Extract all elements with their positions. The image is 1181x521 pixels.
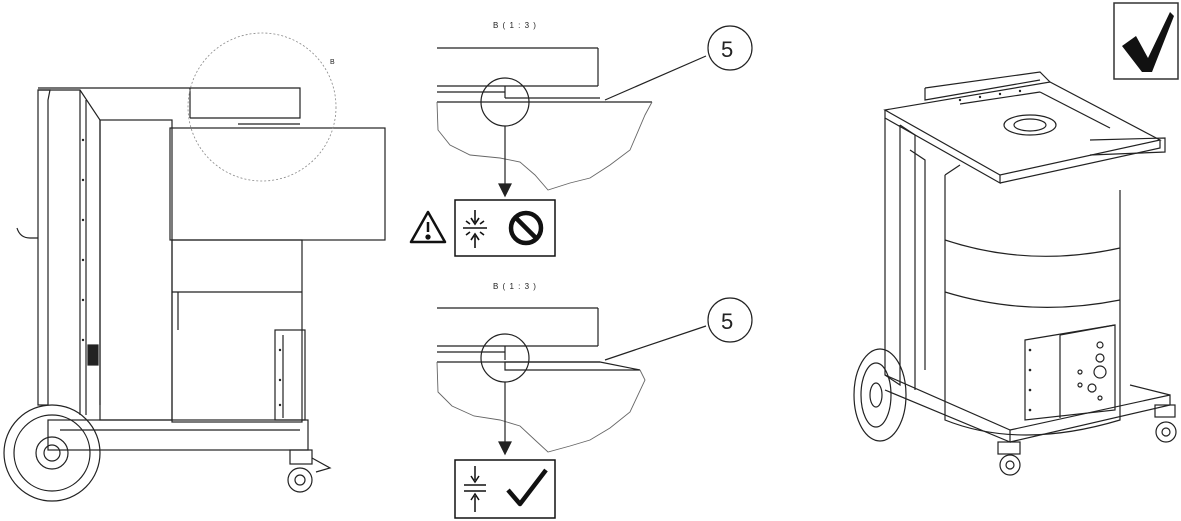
detail-marker-label: B: [330, 59, 335, 66]
prohibited-icon: [508, 210, 544, 246]
ok-panel: [454, 459, 556, 519]
warning-panel: [454, 199, 556, 257]
clearance-ok-icon: [464, 466, 486, 512]
checkmark-icon: [1122, 12, 1174, 72]
callout-bubble-5-top: [707, 25, 753, 71]
callout-number-top: 5: [721, 37, 733, 62]
detail-top-section: [436, 25, 753, 198]
warning-triangle-icon: [409, 210, 447, 244]
detail-top-title: B ( 1 : 3 ): [493, 21, 537, 30]
checkmark-icon: [506, 468, 548, 507]
status-check-box: [1113, 2, 1179, 80]
detail-bottom-section: [436, 297, 753, 456]
side-view-cart: [3, 32, 386, 502]
callout-bubble-5-bottom: [707, 297, 753, 343]
perspective-view-cart: [853, 71, 1177, 476]
clearance-conflict-icon: [463, 210, 487, 248]
callout-number-bottom: 5: [721, 309, 733, 334]
detail-bottom-title: B ( 1 : 3 ): [493, 282, 537, 291]
detail-circle-b: [187, 32, 337, 182]
